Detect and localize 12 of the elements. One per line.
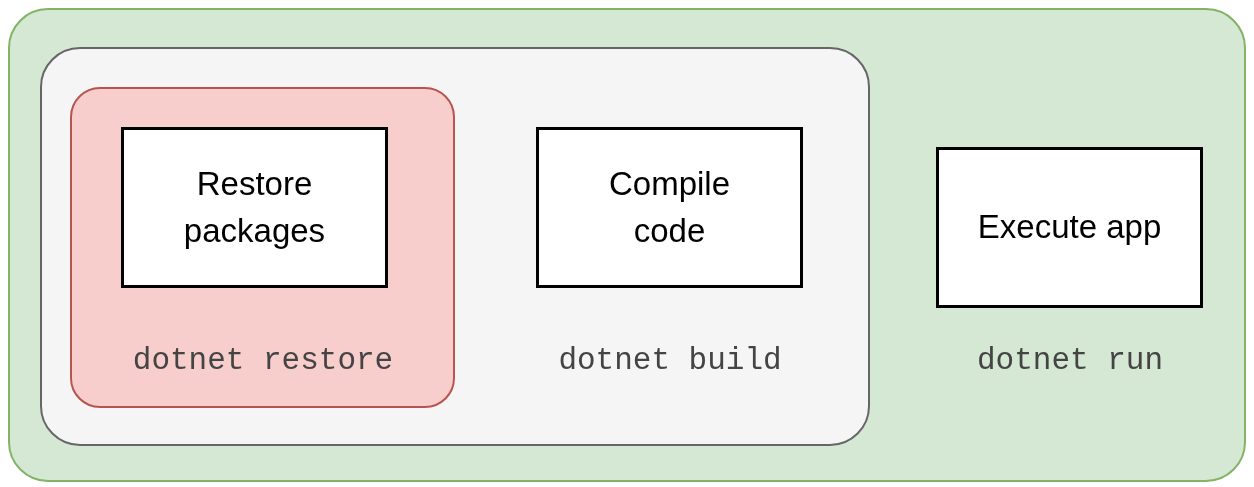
stage-panel <box>70 87 455 408</box>
box-label: Execute app <box>976 207 1163 248</box>
box-label: Restore packages <box>182 164 327 251</box>
command-text: dotnet run <box>977 342 1163 380</box>
box-label: Compile code <box>607 164 731 251</box>
stage-panel <box>40 47 870 446</box>
process-box <box>121 127 388 288</box>
process-box <box>936 147 1203 308</box>
process-box <box>536 127 803 288</box>
command-text: dotnet restore <box>132 342 394 380</box>
command-text: dotnet build <box>558 342 782 380</box>
stage-panel <box>8 8 1246 482</box>
